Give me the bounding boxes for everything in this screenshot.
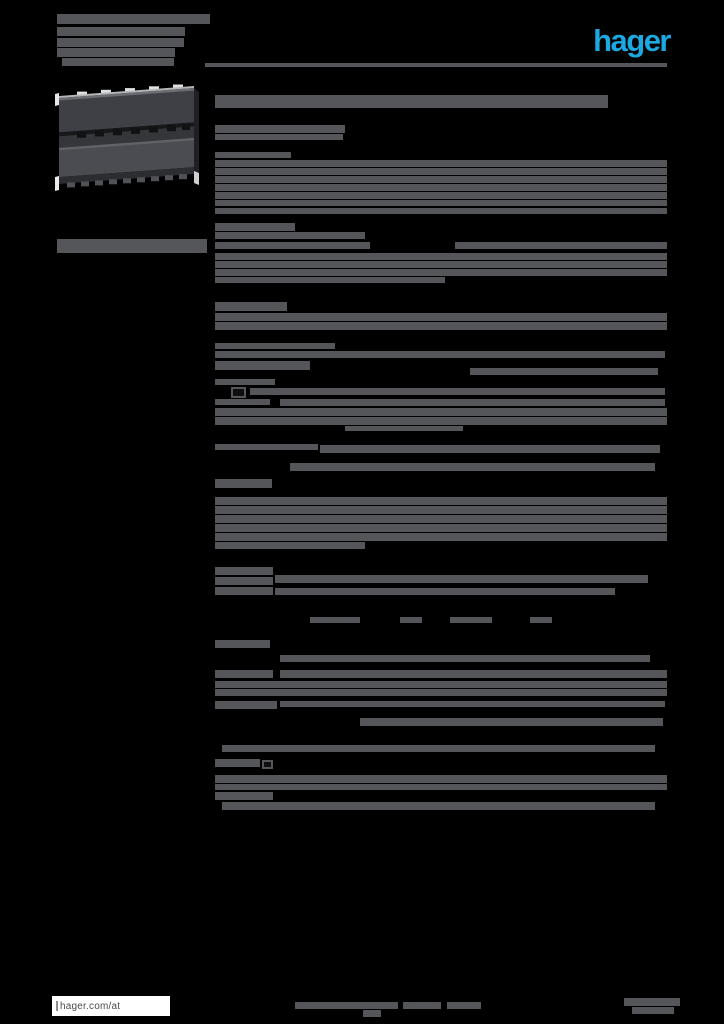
redacted-text-line [215, 208, 667, 214]
redacted-text-line [215, 192, 667, 199]
footer-website-box[interactable]: hager.com/at [52, 996, 170, 1016]
redacted-text-line [215, 95, 608, 108]
redacted-text-line [215, 408, 667, 416]
redacted-text-line [57, 38, 184, 47]
product-din-teeth [77, 124, 190, 138]
redacted-text-line [215, 567, 273, 575]
redacted-text-line [215, 379, 275, 385]
article-number-bar [57, 239, 207, 253]
redacted-text-line [280, 701, 665, 707]
product-image [55, 84, 199, 191]
redacted-text-line [215, 506, 667, 514]
redacted-text-line [215, 134, 343, 140]
redacted-text-line [447, 1002, 481, 1009]
redacted-text-line [215, 269, 667, 276]
hager-colon-mark [56, 1001, 58, 1011]
redacted-text-line [363, 1010, 381, 1017]
redacted-text-line [275, 575, 648, 583]
redacted-text-line [215, 759, 260, 767]
redacted-text-line [215, 681, 667, 688]
redacted-text-line [215, 784, 667, 790]
redacted-text-line [215, 479, 272, 488]
redacted-text-line [215, 775, 667, 783]
redacted-text-line [345, 426, 463, 431]
redacted-text-line [57, 14, 210, 24]
redacted-text-line [275, 588, 615, 595]
checkbox-glyph [231, 387, 246, 398]
redacted-text-line [57, 27, 185, 36]
redacted-text-line [280, 670, 667, 678]
redacted-text-line [222, 745, 655, 752]
checkbox-glyph [262, 760, 273, 769]
redacted-text-line [215, 515, 667, 523]
redacted-text-line [215, 399, 270, 405]
redacted-text-line [280, 399, 665, 406]
redacted-text-line [215, 640, 270, 648]
redacted-text-line [215, 524, 667, 532]
redacted-text-line [215, 232, 365, 239]
redacted-text-line [215, 302, 287, 311]
redacted-text-line [470, 368, 658, 375]
redacted-text-line [632, 1007, 674, 1014]
redacted-text-line [222, 802, 655, 810]
product-bottom-teeth [67, 174, 187, 188]
redacted-text-line [215, 497, 667, 505]
redacted-text-line [215, 242, 370, 249]
redacted-text-line [215, 125, 345, 133]
redacted-text-line [530, 617, 552, 623]
redacted-text-line [215, 313, 667, 321]
redacted-text-line [215, 792, 273, 800]
redacted-text-line [624, 998, 680, 1006]
redacted-text-line [215, 322, 667, 330]
redacted-text-line [215, 152, 291, 158]
redacted-text-line [455, 242, 667, 249]
redacted-text-line [215, 577, 273, 585]
hager-logo: hager [593, 23, 671, 58]
redacted-text-line [215, 160, 667, 167]
redacted-text-line [215, 542, 365, 549]
redacted-text-line [360, 718, 663, 726]
redacted-text-line [215, 361, 310, 370]
redacted-text-line [403, 1002, 441, 1009]
redacted-text-line [215, 444, 318, 450]
redacted-text-line [215, 533, 667, 541]
redacted-text-line [215, 253, 667, 260]
redacted-text-line [215, 184, 667, 191]
redacted-text-line [320, 445, 660, 453]
redacted-text-line [400, 617, 422, 623]
footer-website-link[interactable]: hager.com/at [60, 1000, 121, 1012]
redacted-text-line [310, 617, 360, 623]
redacted-text-line [57, 48, 175, 57]
redacted-text-line [215, 277, 445, 283]
redacted-text-line [280, 655, 650, 662]
redacted-text-line [215, 168, 667, 175]
redacted-text-line [450, 617, 492, 623]
header-divider [205, 63, 667, 67]
redacted-text-line [290, 463, 655, 471]
redacted-text-line [215, 670, 273, 678]
redacted-text-line [62, 58, 174, 66]
redacted-text-line [215, 343, 335, 349]
redacted-text-line [215, 351, 665, 358]
redacted-text-line [215, 689, 667, 696]
redacted-text-line [215, 176, 667, 183]
redacted-text-line [215, 200, 667, 206]
redacted-text-line [215, 701, 277, 709]
redacted-text-line [295, 1002, 398, 1009]
redacted-text-line [215, 261, 667, 268]
redacted-text-line [215, 417, 667, 425]
redacted-text-line [250, 388, 665, 395]
redacted-text-line [215, 587, 273, 595]
redacted-text-line [215, 223, 295, 231]
product-top-clips [77, 84, 183, 97]
